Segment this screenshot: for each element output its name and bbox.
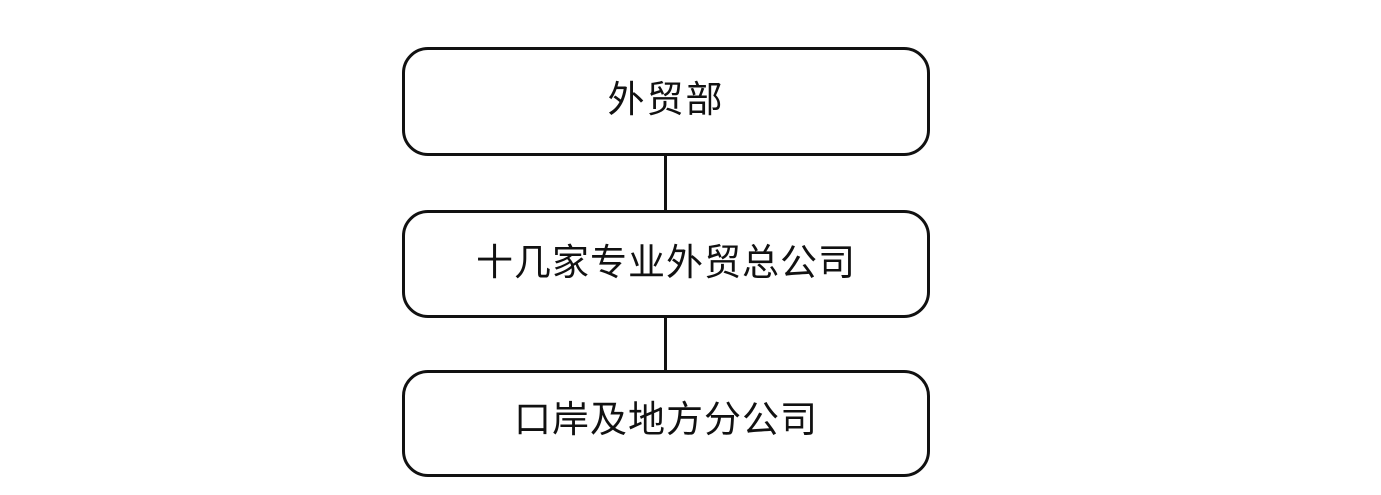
connector-line-level2-to-level3 — [664, 315, 667, 373]
connector-line-level1-to-level2 — [664, 153, 667, 213]
node-label-level-3: 口岸及地方分公司 — [514, 398, 818, 441]
node-label-level-1: 外贸部 — [607, 78, 725, 121]
node-label-level-2: 十几家专业外贸总公司 — [476, 240, 856, 284]
node-box-level-3[interactable]: 口岸及地方分公司 — [402, 370, 930, 477]
node-box-level-1[interactable]: 外贸部 — [402, 47, 930, 156]
node-box-level-2[interactable]: 十几家专业外贸总公司 — [402, 210, 930, 318]
